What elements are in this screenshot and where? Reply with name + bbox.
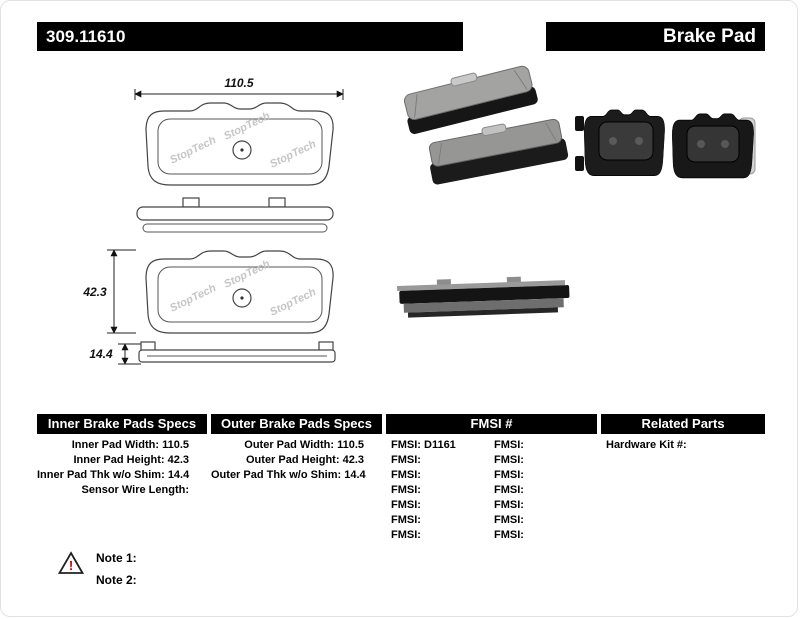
warning-icon: !: [58, 551, 84, 574]
outer-pad-width-row: Outer Pad Width: 110.5: [244, 439, 364, 451]
dim-width-label: 110.5: [224, 76, 253, 90]
fmsi-value: FMSI:: [494, 499, 524, 511]
sensor-wire-length-row: Sensor Wire Length:: [81, 484, 189, 496]
outer-pad-thk-row: Outer Pad Thk w/o Shim: 14.4: [211, 469, 366, 481]
pad-front-view: [146, 103, 333, 185]
inner-pad-height-row: Inner Pad Height: 42.3: [73, 454, 189, 466]
pad-front-view-2: [146, 251, 333, 333]
fmsi-header: FMSI #: [386, 414, 597, 434]
fmsi-value: FMSI:: [391, 499, 421, 511]
photo-pads-angled: [403, 65, 569, 185]
pad-bottom-view: [138, 341, 336, 363]
technical-drawing: StopTech StopTech StopTech 110.5: [82, 65, 756, 365]
fmsi-value: FMSI:: [391, 469, 421, 481]
fmsi-row: FMSI: FMSI:: [386, 468, 597, 483]
inner-pad-width-row: Inner Pad Width: 110.5: [71, 439, 189, 451]
inner-specs-header: Inner Brake Pads Specs: [37, 414, 207, 434]
part-number-bar: 309.11610: [37, 22, 463, 51]
inner-pad-thk-row: Inner Pad Thk w/o Shim: 14.4: [37, 469, 190, 481]
related-parts-column: Related Parts Hardware Kit #:: [601, 414, 765, 453]
fmsi-value: FMSI:: [391, 454, 421, 466]
fmsi-value: FMSI:: [494, 469, 524, 481]
fmsi-value: FMSI:: [391, 484, 421, 496]
pad-edge-view: [136, 197, 334, 233]
hardware-kit-row: Hardware Kit #:: [606, 439, 687, 451]
fmsi-value: FMSI: D1161: [391, 439, 456, 451]
note-2: Note 2:: [96, 573, 137, 587]
fmsi-row: FMSI: FMSI:: [386, 483, 597, 498]
fmsi-value: FMSI:: [494, 529, 524, 541]
fmsi-row: FMSI: FMSI:: [386, 528, 597, 543]
dim-height-label: 42.3: [82, 285, 107, 299]
fmsi-row: FMSI: FMSI:: [386, 513, 597, 528]
page-title: Brake Pad: [663, 25, 756, 47]
inner-specs-column: Inner Brake Pads Specs Inner Pad Width: …: [37, 414, 207, 498]
dimension-height: 42.3: [82, 249, 136, 334]
fmsi-row: FMSI: FMSI:: [386, 453, 597, 468]
warning-exclamation: !: [69, 558, 73, 573]
dimension-thickness: 14.4: [89, 343, 141, 365]
dim-thickness-label: 14.4: [89, 347, 113, 361]
note-1: Note 1:: [96, 551, 137, 565]
dimension-width: 110.5: [134, 76, 344, 100]
fmsi-row: FMSI: D1161 FMSI:: [386, 438, 597, 453]
fmsi-value: FMSI:: [391, 529, 421, 541]
outer-specs-column: Outer Brake Pads Specs Outer Pad Width: …: [211, 414, 382, 483]
fmsi-value: FMSI:: [391, 514, 421, 526]
title-bar: Brake Pad: [546, 22, 765, 51]
outer-pad-height-row: Outer Pad Height: 42.3: [246, 454, 364, 466]
fmsi-value: FMSI:: [494, 454, 524, 466]
fmsi-value: FMSI:: [494, 484, 524, 496]
fmsi-value: FMSI:: [494, 439, 524, 451]
specs-section: Inner Brake Pads Specs Inner Pad Width: …: [1, 414, 797, 554]
photo-pads-back: [575, 109, 756, 179]
part-number: 309.11610: [46, 26, 126, 46]
photo-pads-edge: [397, 276, 570, 318]
fmsi-row: FMSI: FMSI:: [386, 498, 597, 513]
fmsi-value: FMSI:: [494, 514, 524, 526]
outer-specs-header: Outer Brake Pads Specs: [211, 414, 382, 434]
related-parts-header: Related Parts: [601, 414, 765, 434]
